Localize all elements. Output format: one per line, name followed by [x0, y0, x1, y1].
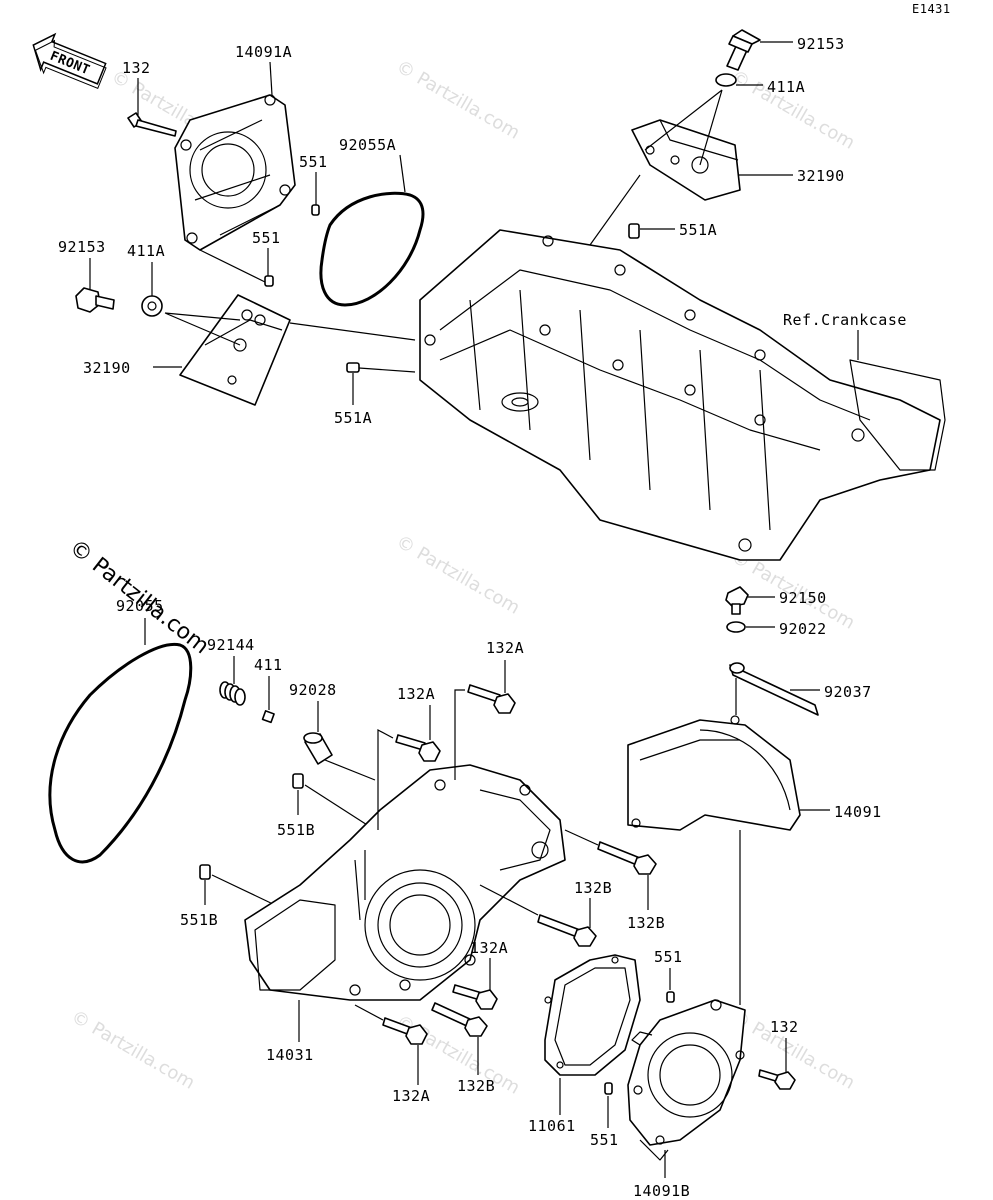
label-92022: 92022	[779, 620, 827, 638]
label-92153-left: 92153	[58, 238, 106, 256]
dowel-551-a	[311, 204, 320, 216]
bolt-132B-a	[597, 841, 657, 875]
front-arrow-icon: FRONT	[32, 32, 107, 89]
cover-14091A	[174, 94, 296, 251]
oring-92055A	[319, 191, 425, 307]
collar-92028	[303, 732, 333, 765]
watermark: © Partzilla.com	[68, 1006, 199, 1094]
watermark: © Partzilla.com	[393, 531, 524, 619]
label-14091B: 14091B	[633, 1182, 690, 1200]
label-411A-left: 411A	[127, 242, 165, 260]
label-92037: 92037	[824, 683, 872, 701]
washer-411A-top	[715, 73, 737, 87]
bolt-132A-mid	[395, 734, 441, 762]
watermark: © Partzilla.com	[393, 56, 524, 144]
dowel-551A-top	[628, 223, 640, 239]
label-ref-crankcase: Ref.Crankcase	[783, 311, 907, 329]
oring-92055	[48, 642, 193, 864]
washer-411A-left	[141, 295, 163, 317]
label-551B-a: 551B	[277, 821, 315, 839]
dowel-551A-left	[346, 362, 360, 373]
diagram-code: E1431	[912, 2, 951, 16]
dowel-551B-a	[292, 773, 304, 789]
label-92055A: 92055A	[339, 136, 396, 154]
label-11061: 11061	[528, 1117, 576, 1135]
cover-14091	[627, 678, 801, 831]
crankcase-reference	[419, 229, 946, 561]
label-132A-mid: 132A	[397, 685, 435, 703]
label-551-a: 551	[299, 153, 328, 171]
label-132A-bottom: 132A	[392, 1087, 430, 1105]
label-551-c: 551	[654, 948, 683, 966]
label-551A-left: 551A	[334, 409, 372, 427]
label-551-d: 551	[590, 1131, 619, 1149]
bolt-132B-b	[537, 914, 597, 947]
label-132A-low: 132A	[470, 939, 508, 957]
housing-14031	[244, 764, 566, 1001]
label-132-tl: 132	[122, 59, 151, 77]
label-551B-b: 551B	[180, 911, 218, 929]
bolt-132-tl	[127, 112, 177, 137]
label-92028: 92028	[289, 681, 337, 699]
bolt-92153-top	[726, 29, 761, 71]
gasket-11061	[544, 954, 641, 1076]
washer-411	[261, 710, 275, 724]
label-92150: 92150	[779, 589, 827, 607]
label-14091: 14091	[834, 803, 882, 821]
cover-14091B	[627, 999, 746, 1161]
label-411A-top: 411A	[767, 78, 805, 96]
bolt-132-r	[758, 1069, 796, 1090]
dowel-551-c	[666, 991, 675, 1003]
bracket-32190-left	[179, 294, 291, 406]
label-132B-b: 132B	[574, 879, 612, 897]
dowel-551-b	[264, 275, 274, 287]
bolt-132B-bottom	[431, 1002, 488, 1037]
label-551-b: 551	[252, 229, 281, 247]
label-32190-top: 32190	[797, 167, 845, 185]
label-132A-top: 132A	[486, 639, 524, 657]
bolt-92153-left	[75, 287, 115, 313]
dowel-551-d	[604, 1082, 613, 1095]
bolt-132A-top	[467, 684, 516, 714]
bolt-132A-bottom	[382, 1017, 428, 1045]
label-92055: 92055	[116, 597, 164, 615]
dowel-551B-b	[199, 864, 211, 880]
spring-92144	[219, 681, 246, 706]
washer-92022	[726, 621, 746, 633]
label-411: 411	[254, 656, 283, 674]
bracket-32190-top	[631, 89, 741, 201]
label-132B-a: 132B	[627, 914, 665, 932]
label-32190-left: 32190	[83, 359, 131, 377]
label-92144: 92144	[207, 636, 255, 654]
label-14031: 14031	[266, 1046, 314, 1064]
bolt-92150	[725, 586, 749, 615]
label-92153-top: 92153	[797, 35, 845, 53]
label-551A-top: 551A	[679, 221, 717, 239]
clamp-92037	[729, 662, 819, 716]
label-132-r: 132	[770, 1018, 799, 1036]
label-132B-bottom: 132B	[457, 1077, 495, 1095]
label-14091A: 14091A	[235, 43, 292, 61]
